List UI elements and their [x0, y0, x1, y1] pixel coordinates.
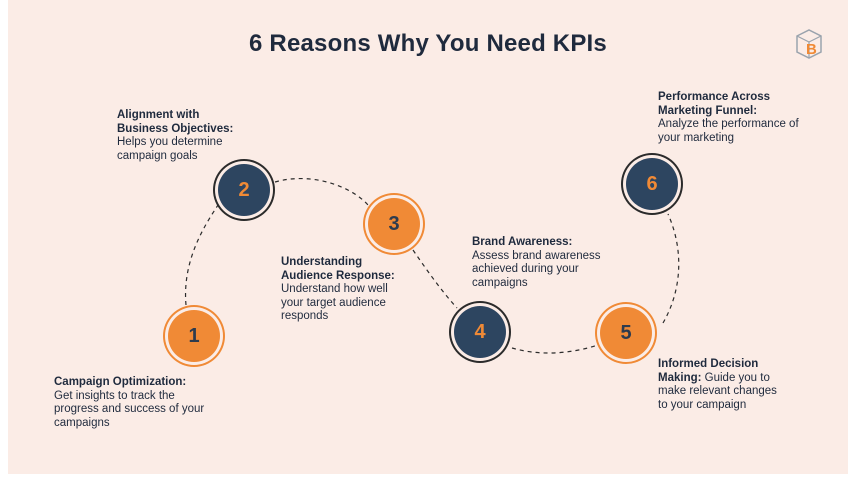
reason-5-body: Guide you to make relevant changes to yo…	[658, 371, 777, 411]
reason-4-body: Assess brand awareness achieved during y…	[472, 249, 601, 289]
reason-1-number: 1	[188, 324, 200, 347]
svg-text:B: B	[806, 41, 817, 58]
reason-5-node: 5	[600, 307, 652, 359]
reason-3-text: Understanding Audience Response: Underst…	[281, 256, 411, 324]
reason-1-node: 1	[168, 310, 220, 362]
reason-1-text: Campaign Optimization: Get insights to t…	[54, 376, 214, 430]
reason-6-body: Analyze the performance of your marketin…	[658, 118, 799, 144]
reason-5-number: 5	[620, 321, 632, 344]
reason-6-text: Performance Across Marketing Funnel: Ana…	[658, 91, 816, 145]
reason-6-number: 6	[646, 172, 658, 195]
reason-4-number: 4	[474, 320, 486, 343]
reason-5-text: Informed Decision Making: Guide you to m…	[658, 358, 783, 412]
infographic-background	[8, 0, 848, 474]
reason-2-heading: Alignment with Business Objectives:	[117, 109, 234, 135]
reason-5-heading: Informed Decision Making:	[658, 358, 759, 384]
reason-3-node: 3	[368, 198, 420, 250]
brand-logo-icon: B	[796, 29, 822, 59]
reason-3-number: 3	[388, 212, 400, 235]
reason-3-body: Understand how well your target audience…	[281, 283, 388, 323]
reason-2-body: Helps you determine campaign goals	[117, 136, 223, 162]
reason-3-heading: Understanding Audience Response:	[281, 256, 395, 282]
reason-4-node: 4	[454, 306, 506, 358]
reason-2-node: 2	[218, 164, 270, 216]
reason-2-number: 2	[238, 178, 250, 201]
reason-1-heading: Campaign Optimization:	[54, 376, 187, 388]
reason-4-heading: Brand Awareness:	[472, 236, 573, 248]
reason-1-body: Get insights to track the progress and s…	[54, 389, 205, 429]
page-title: 6 Reasons Why You Need KPIs	[249, 30, 607, 57]
reason-6-heading: Performance Across Marketing Funnel:	[658, 91, 771, 117]
reason-4-text: Brand Awareness: Assess brand awareness …	[472, 236, 617, 290]
reason-6-node: 6	[626, 158, 678, 210]
reason-2-text: Alignment with Business Objectives: Help…	[117, 109, 252, 163]
